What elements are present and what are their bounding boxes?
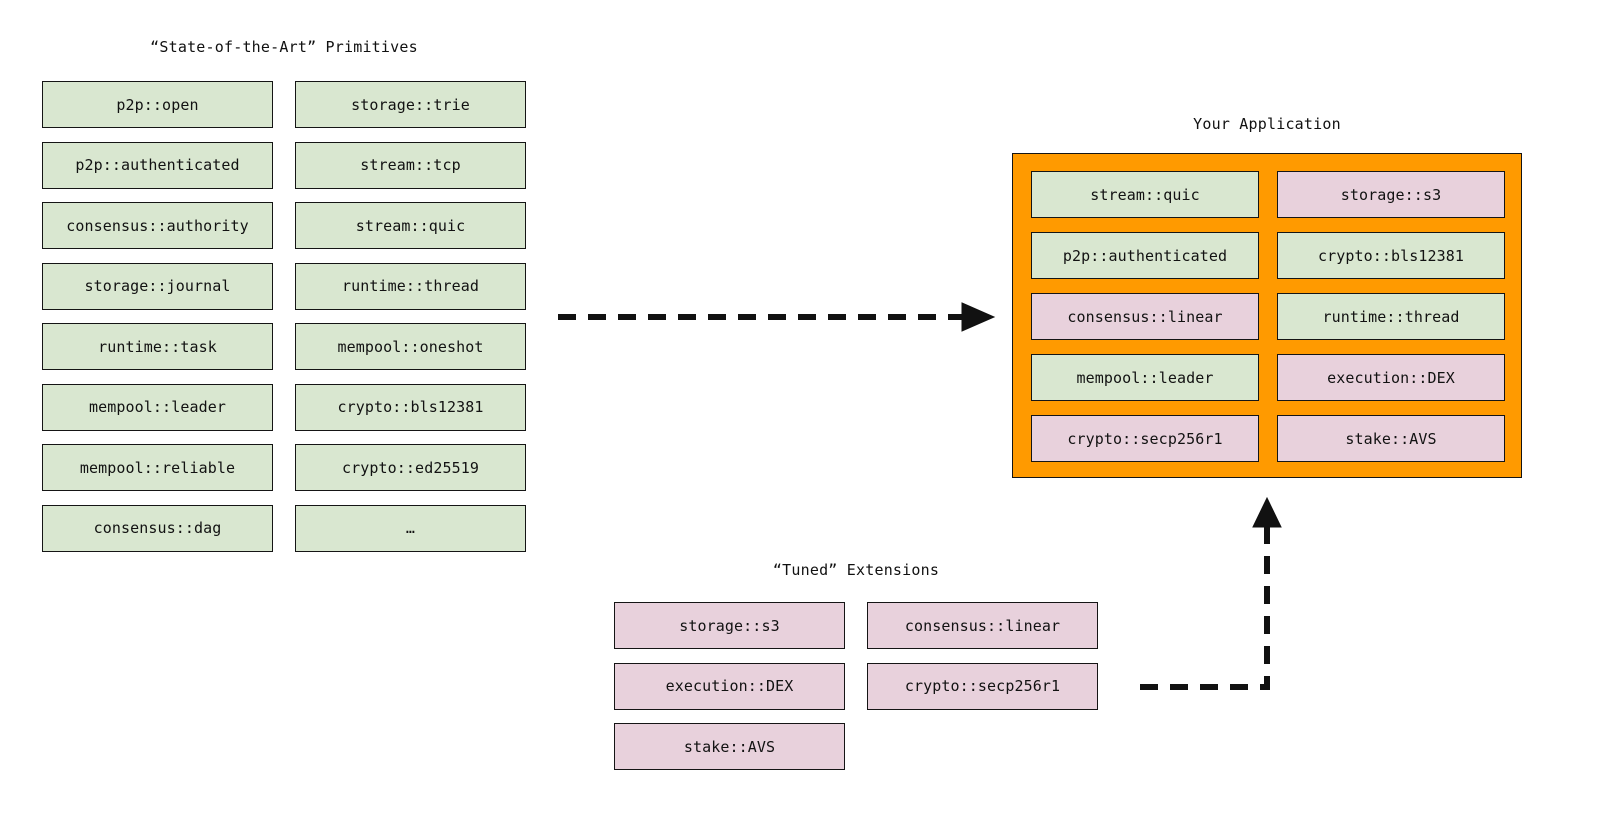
application-chip: crypto::bls12381 <box>1277 232 1505 279</box>
extension-chip: execution::DEX <box>614 662 845 710</box>
extension-chip: crypto::secp256r1 <box>867 662 1098 710</box>
primitive-chip: consensus::dag <box>42 504 273 552</box>
primitive-chip: storage::trie <box>295 81 526 128</box>
primitive-chip: crypto::ed25519 <box>295 444 526 491</box>
application-chip: execution::DEX <box>1277 354 1505 401</box>
arrow-head-up <box>1252 496 1282 528</box>
primitive-chip: stream::tcp <box>295 141 526 189</box>
primitive-chip: runtime::thread <box>295 262 526 310</box>
application-chip: consensus::linear <box>1031 293 1259 340</box>
primitive-chip: stream::quic <box>295 202 526 249</box>
primitive-chip: crypto::bls12381 <box>295 383 526 431</box>
application-chip: mempool::leader <box>1031 354 1259 401</box>
extension-chip: stake::AVS <box>614 723 845 770</box>
primitive-chip: mempool::oneshot <box>295 323 526 370</box>
extension-chip: storage::s3 <box>614 602 845 649</box>
primitive-chip: mempool::leader <box>42 383 273 431</box>
application-chip: stake::AVS <box>1277 415 1505 462</box>
arrow-primitives-to-application <box>558 302 996 332</box>
primitive-chip: storage::journal <box>42 262 273 310</box>
application-chip: stream::quic <box>1031 171 1259 218</box>
application-chip: storage::s3 <box>1277 171 1505 218</box>
application-chip: runtime::thread <box>1277 293 1505 340</box>
primitive-chip: runtime::task <box>42 323 273 370</box>
extensions-section-title: “Tuned” Extensions <box>772 561 940 579</box>
primitive-chip: … <box>295 504 526 552</box>
application-chip: p2p::authenticated <box>1031 232 1259 279</box>
primitive-chip: consensus::authority <box>42 202 273 249</box>
extension-chip: consensus::linear <box>867 602 1098 649</box>
arrow-shaft-elbow <box>1140 527 1270 690</box>
primitive-chip: p2p::authenticated <box>42 141 273 189</box>
arrow-head-right <box>961 302 996 332</box>
primitives-section-title: “State-of-the-Art” Primitives <box>150 38 418 56</box>
arrow-extensions-to-application <box>1140 496 1282 690</box>
primitive-chip: p2p::open <box>42 81 273 128</box>
application-chip: crypto::secp256r1 <box>1031 415 1259 462</box>
application-section-title: Your Application <box>1193 115 1341 133</box>
primitive-chip: mempool::reliable <box>42 444 273 491</box>
